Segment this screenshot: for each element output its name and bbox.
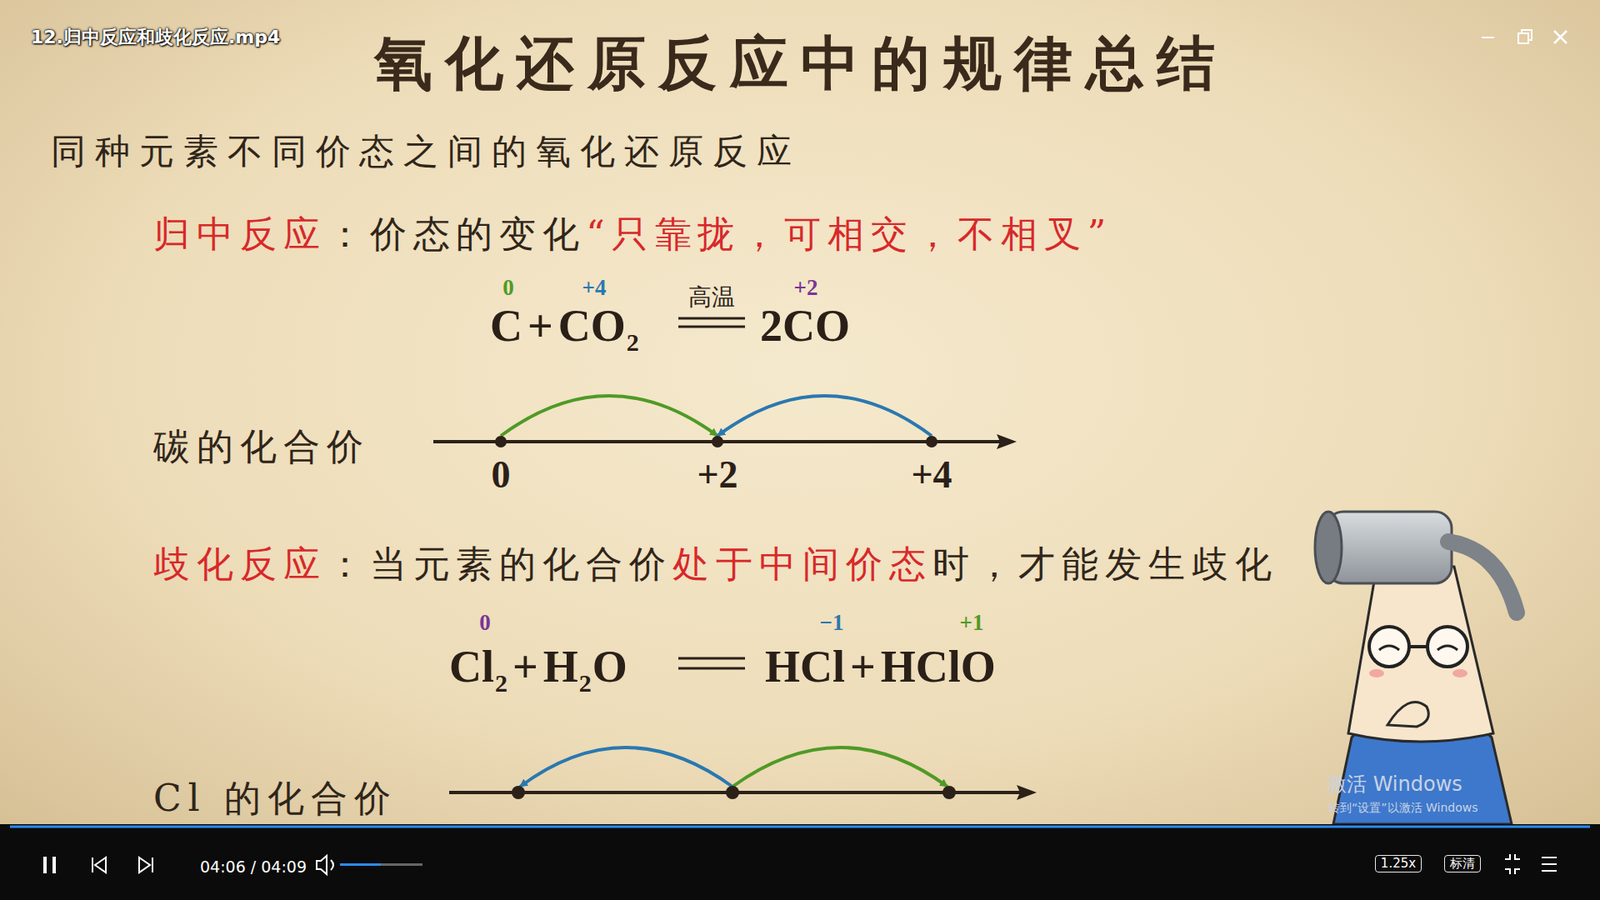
slide-title: 氧化还原反应中的规律总结 (374, 25, 1229, 104)
volume-level (340, 863, 381, 866)
close-icon (1554, 30, 1567, 44)
glasses-lens (1369, 626, 1410, 667)
cheek (1369, 669, 1385, 678)
valence-point: 0 (467, 435, 535, 503)
axis-arrowhead (996, 434, 1017, 450)
valence-arc (500, 395, 718, 436)
reaction-condition: 高温 (688, 281, 735, 314)
axis-label: Cl 的化合价 (153, 774, 398, 824)
formula: HCl (765, 640, 845, 693)
watermark: 激活 Windows (1326, 770, 1463, 798)
subscript: 2 (579, 669, 592, 698)
subscript: 2 (626, 328, 640, 357)
valence-arc (717, 395, 932, 436)
oxidation-state: +2 (794, 275, 819, 301)
closed-eye (1379, 645, 1400, 650)
previous-icon (92, 857, 106, 873)
restore-icon (1518, 33, 1529, 44)
equals-line (678, 317, 745, 320)
volume-icon (316, 855, 334, 875)
point-dot (725, 785, 740, 800)
formula: O (592, 640, 628, 693)
cheek (1452, 669, 1468, 678)
watermark: 转到“设置”以激活 Windows (1328, 800, 1478, 816)
formula: 2CO (760, 300, 850, 352)
formula: HClO (880, 640, 996, 693)
subscript: 2 (495, 669, 508, 698)
oxidation-state: 0 (479, 610, 491, 636)
minimize-icon (1481, 36, 1495, 39)
valence-arc (732, 747, 948, 787)
control-bar (0, 824, 1600, 900)
restore-icon (1521, 30, 1532, 40)
plus-sign: + (527, 300, 554, 352)
button-text: 标清 (1450, 857, 1475, 870)
valence-point: +2 (684, 435, 751, 503)
subheading: 同种元素不同价态之间的氧化还原反应 (50, 128, 801, 175)
valence-point: +4 (898, 435, 965, 503)
player-button: 标清 (1444, 855, 1481, 873)
plus-sign: + (512, 640, 539, 693)
oxidation-state: 0 (502, 275, 515, 301)
volume-track (340, 863, 423, 866)
point-dot (511, 785, 525, 800)
rule-highlight: “只靠拢，可相交，不相叉” (585, 210, 1113, 260)
pause-icon (52, 856, 56, 874)
oxidation-state: +1 (960, 610, 985, 636)
equals-line (678, 325, 745, 329)
time-display: 04:06 / 04:09 (200, 857, 307, 876)
next-icon (139, 857, 153, 873)
formula: Cl (449, 640, 495, 693)
rule-text: ：当元素的化合价 (326, 540, 673, 590)
point-dot (495, 435, 507, 448)
glasses-bridge (1409, 645, 1428, 649)
oxidation-state: −1 (820, 610, 845, 636)
valence-value: +2 (684, 455, 751, 495)
closed-eye (1437, 645, 1458, 650)
file-name: 12.归中反应和歧化反应.mp4 (30, 25, 280, 50)
oxidation-state: +4 (582, 275, 607, 301)
plus-sign: + (850, 640, 876, 693)
button-text: 1.25x (1380, 857, 1416, 870)
equals-line (678, 667, 745, 670)
player-button: 1.25x (1375, 855, 1422, 873)
valence-arc (520, 747, 733, 787)
exit-fullscreen-icon (1505, 854, 1520, 875)
menu-icon (1541, 857, 1557, 871)
hammer-handle (1448, 541, 1517, 613)
point-dot (925, 435, 938, 448)
formula: C (490, 300, 523, 352)
axis-label: 碳的化合价 (153, 422, 370, 472)
equals-line (678, 657, 745, 660)
valence-value: 0 (467, 455, 535, 495)
hammer-face (1315, 511, 1342, 584)
formula: CO (558, 300, 626, 352)
rule-heading: 归中反应 (153, 210, 327, 260)
point-dot (711, 435, 724, 448)
progress-bar (10, 825, 1590, 829)
cartoon-hand (1387, 701, 1429, 727)
formula: H (543, 640, 579, 693)
axis-arrowhead (1016, 785, 1037, 800)
valence-value: +4 (898, 455, 965, 495)
rule-text: 时，才能发生歧化 (932, 540, 1279, 590)
rule-heading: 歧化反应 (153, 540, 327, 590)
cartoon-flask-body (1348, 566, 1494, 742)
point-dot (942, 785, 956, 800)
rule-text: ：价态的变化 (326, 210, 587, 260)
pause-icon (43, 856, 47, 874)
hammer-head (1326, 511, 1452, 584)
rule-highlight: 处于中间价态 (672, 540, 933, 590)
glasses-lens (1427, 626, 1468, 667)
